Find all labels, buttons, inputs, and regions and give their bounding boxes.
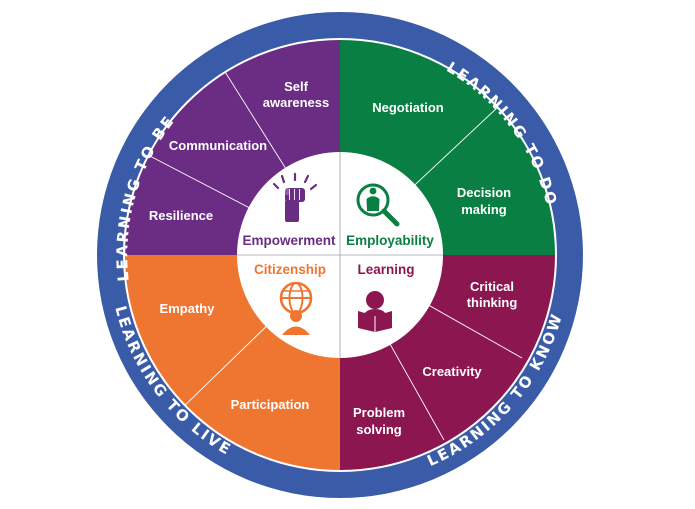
- skill-empathy: Empathy: [160, 301, 216, 316]
- disc-edge: [123, 38, 557, 472]
- skill-self-awareness-line1: Self: [284, 79, 309, 94]
- skill-resilience: Resilience: [149, 208, 213, 223]
- fist-rays: [272, 172, 318, 191]
- core-label-citizenship: Citizenship: [254, 262, 326, 277]
- skill-critical-thinking-line1: Critical: [470, 279, 514, 294]
- raised-fist-icon: [285, 186, 305, 222]
- skill-problem-solving-line2: solving: [356, 422, 402, 437]
- skill-problem-solving-line1: Problem: [353, 405, 405, 420]
- core-label-empowerment: Empowerment: [242, 233, 336, 248]
- skill-decision-making-line1: Decision: [457, 185, 511, 200]
- skill-negotiation: Negotiation: [372, 100, 444, 115]
- skill-self-awareness-line2: awareness: [263, 95, 330, 110]
- core-label-employability: Employability: [346, 233, 434, 248]
- core-label-learning: Learning: [357, 262, 414, 277]
- skill-critical-thinking-line2: thinking: [467, 295, 518, 310]
- person-magnifier-icon: [356, 183, 400, 227]
- skill-creativity: Creativity: [422, 364, 482, 379]
- globe-person-icon: [279, 281, 313, 335]
- skill-communication: Communication: [169, 138, 267, 153]
- skill-participation: Participation: [231, 397, 310, 412]
- skill-decision-making-line2: making: [461, 202, 507, 217]
